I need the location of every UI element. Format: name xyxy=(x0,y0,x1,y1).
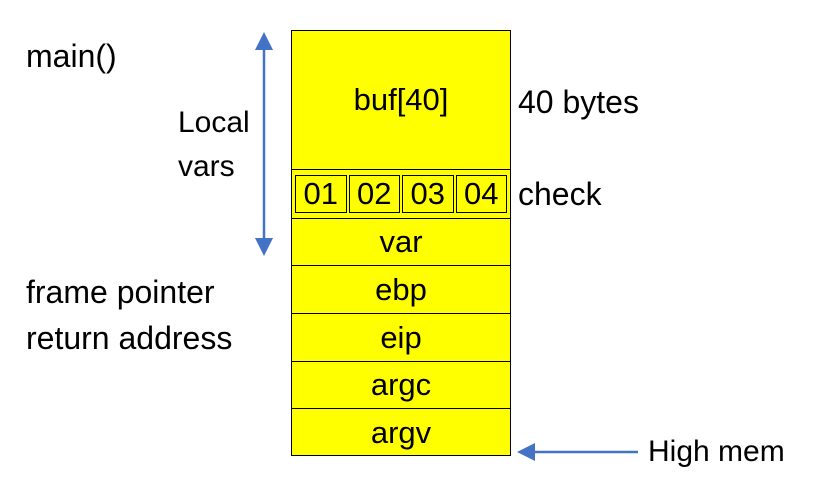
argc-label: argc xyxy=(370,367,432,402)
check-byte: 04 xyxy=(455,175,507,213)
local-vars-double-arrow xyxy=(255,32,273,256)
argc-cell: argc xyxy=(292,361,510,408)
ebp-cell: ebp xyxy=(292,265,510,313)
var-cell: var xyxy=(292,218,510,265)
stack-frame: buf[40] 01 02 03 04 var ebp eip argc arg… xyxy=(291,30,511,456)
function-label: main() xyxy=(26,38,117,74)
check-byte: 02 xyxy=(348,175,400,213)
argv-cell: argv xyxy=(292,408,510,457)
return-address-label: return address xyxy=(26,320,233,356)
buf-size-label: 40 bytes xyxy=(518,84,639,120)
local-vars-label-line1: Local xyxy=(178,106,250,139)
buf-cell: buf[40] xyxy=(292,31,510,169)
high-mem-label: High mem xyxy=(648,435,785,468)
var-label: var xyxy=(379,224,423,259)
argv-label: argv xyxy=(370,415,432,450)
frame-pointer-label: frame pointer xyxy=(26,274,215,310)
high-mem-arrow xyxy=(517,443,638,461)
eip-label: eip xyxy=(380,319,422,355)
eip-cell: eip xyxy=(292,313,510,361)
check-cell: 01 02 03 04 xyxy=(292,169,510,218)
check-byte: 03 xyxy=(402,175,454,213)
local-vars-label-line2: vars xyxy=(178,150,235,183)
check-byte: 01 xyxy=(295,175,347,213)
buf-label: buf[40] xyxy=(353,82,449,117)
check-label: check xyxy=(518,176,602,212)
ebp-label: ebp xyxy=(375,271,427,307)
